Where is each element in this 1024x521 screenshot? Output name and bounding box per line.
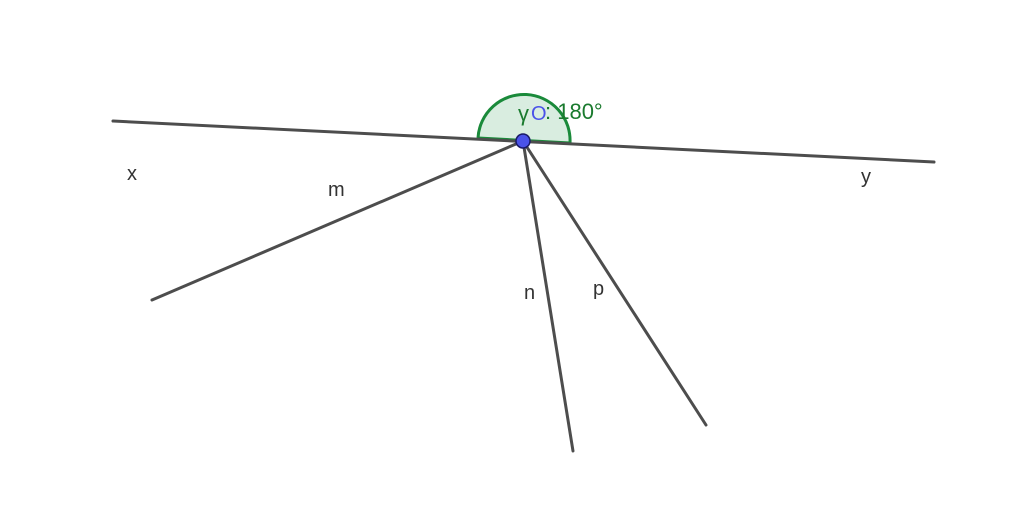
label-n: n [524,282,536,304]
angle-gamma-value: : 180° [545,99,603,124]
angle-gamma-name: γ [518,101,529,126]
angle-gamma-arc [476,93,572,144]
vertex-point-o[interactable] [515,133,531,149]
label-p: p [593,278,605,300]
ray-p[interactable] [521,139,708,427]
label-x: x [127,163,137,185]
label-m: m [328,179,345,201]
ray-m[interactable] [150,139,525,302]
angle-gamma-sector[interactable] [478,94,571,143]
ray-n[interactable] [521,139,575,453]
label-y: y [861,166,871,188]
vertex-label-o: O [531,103,547,125]
